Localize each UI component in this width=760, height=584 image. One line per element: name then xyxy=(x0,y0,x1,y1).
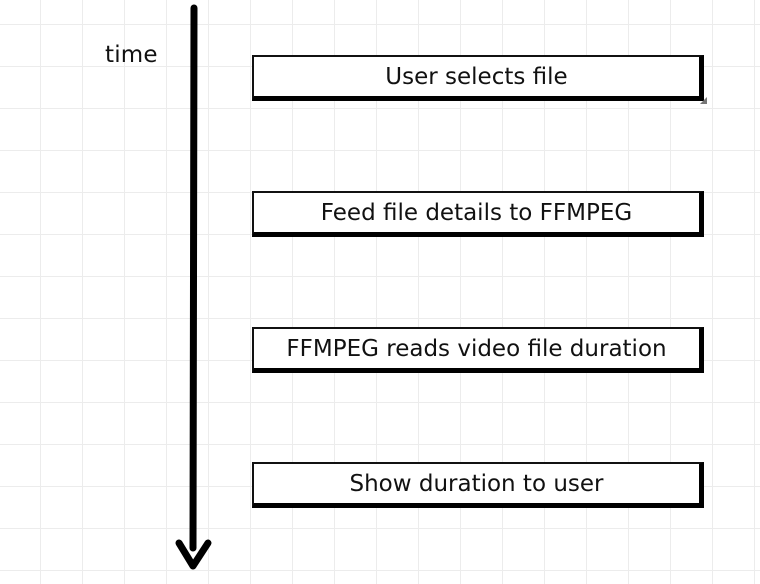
time-axis-label: time xyxy=(105,42,158,68)
step-label: Show duration to user xyxy=(349,470,604,497)
resize-handle-icon xyxy=(700,97,707,104)
step-box-feed-file-details: Feed file details to FFMPEG xyxy=(252,191,704,237)
step-box-ffmpeg-reads-duration: FFMPEG reads video file duration xyxy=(252,327,704,373)
step-box-show-duration: Show duration to user xyxy=(252,462,704,508)
step-box-user-selects-file: User selects file xyxy=(252,55,707,104)
time-arrow-shaft xyxy=(189,4,198,552)
arrow-down-icon xyxy=(175,539,212,570)
step-label: FFMPEG reads video file duration xyxy=(286,335,667,362)
step-label: User selects file xyxy=(385,63,568,90)
step-label: Feed file details to FFMPEG xyxy=(320,199,633,226)
